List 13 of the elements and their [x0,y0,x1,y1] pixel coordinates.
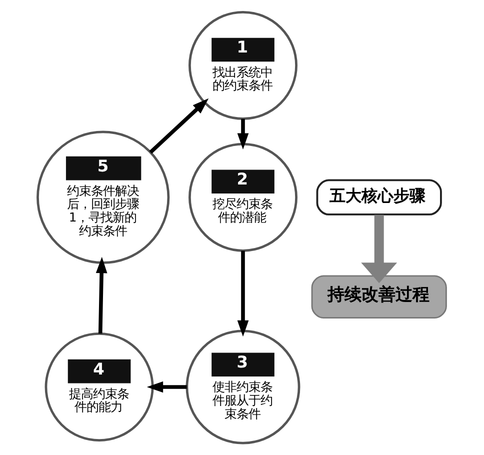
arrow [361,214,398,284]
node-box: 持续改善过程 [311,275,447,319]
arrow [149,98,209,154]
node-circle: 5 约束条件解决后，回到步骤1，寻找新的约束条件 [36,130,170,264]
node-circle: 2 挖尽约束条件的潜能 [188,142,298,252]
node-circle: 4 提高约束条件的能力 [44,332,154,442]
node-box: 五大核心步骤 [316,179,442,216]
arrow [146,381,187,393]
node-circle: 1 找出系统中的约束条件 [188,10,298,120]
arrow [96,256,108,334]
node-circle: 3 使非约束条件服从于约束条件 [186,330,300,444]
arrow [237,250,249,337]
arrow [237,118,249,150]
